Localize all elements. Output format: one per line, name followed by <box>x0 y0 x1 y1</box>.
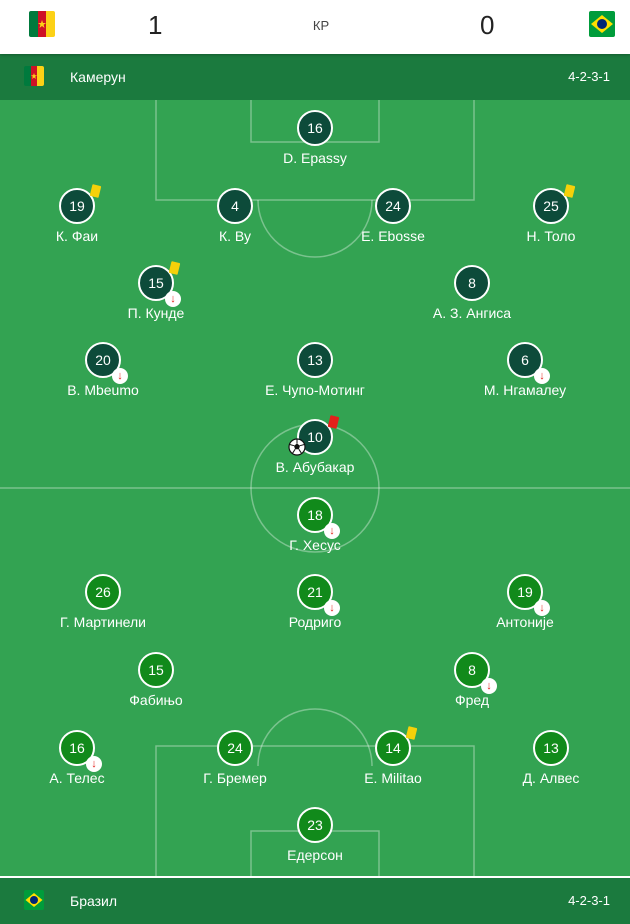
match-status: КР <box>312 18 330 33</box>
player-number: 16 <box>297 110 333 146</box>
player-away-antony[interactable]: 19 ↓ Антоније <box>450 574 600 638</box>
player-name: Фабињо <box>129 692 183 708</box>
match-score-header: 1 КР 0 <box>0 0 630 54</box>
substitution-arrow-icon: ↓ <box>324 523 340 539</box>
player-number: 8 <box>454 652 490 688</box>
player-home-aboubakar[interactable]: 10 В. Абубакар <box>240 415 390 483</box>
player-number: 24 <box>217 730 253 766</box>
player-number: 13 <box>297 342 333 378</box>
player-name: B. Mbeumo <box>67 382 139 398</box>
player-number: 13 <box>533 730 569 766</box>
player-number: 26 <box>85 574 121 610</box>
away-team-name: Бразил <box>70 893 118 909</box>
player-name: К. Фаи <box>55 228 99 244</box>
player-away-rodrygo[interactable]: 21 ↓ Родриго <box>240 574 390 638</box>
player-home-fai[interactable]: 19 К. Фаи <box>2 184 152 252</box>
player-home-anguissa[interactable]: 8 А. З. Ангиса <box>397 265 547 329</box>
substitution-arrow-icon: ↓ <box>534 368 550 384</box>
player-away-fred[interactable]: 8 ↓ Фред <box>397 652 547 716</box>
player-away-militao[interactable]: 14 E. Militao <box>318 726 468 794</box>
player-away-fabinho[interactable]: 15 Фабињо <box>81 652 231 716</box>
player-number: 14 <box>375 730 411 766</box>
home-score: 1 <box>148 10 163 40</box>
away-team-bar[interactable]: Бразил 4-2-3-1 <box>0 878 630 924</box>
player-name: Г. Бремер <box>203 770 267 786</box>
player-name: Фред <box>454 692 490 708</box>
away-team-formation: 4-2-3-1 <box>568 893 610 908</box>
player-number: 24 <box>375 188 411 224</box>
player-name: А. З. Ангиса <box>432 305 512 321</box>
yellow-card-icon <box>168 261 181 275</box>
player-name: П. Кунде <box>127 305 185 321</box>
player-name: Н. Толо <box>526 228 576 244</box>
player-home-kunde[interactable]: 15 ↓ П. Кунде <box>81 261 231 329</box>
player-name: А. Телес <box>49 770 105 786</box>
player-name: D. Epassy <box>283 150 347 166</box>
player-name: М. Нгамалеу <box>483 382 567 398</box>
substitution-arrow-icon: ↓ <box>165 291 181 307</box>
cameroon-flag-icon <box>29 11 55 37</box>
brazil-flag-icon <box>24 890 44 910</box>
yellow-card-icon <box>405 726 418 740</box>
player-number: 15 <box>138 652 174 688</box>
player-number: 23 <box>297 807 333 843</box>
player-name: К. Ву <box>218 228 252 244</box>
player-name: Антоније <box>496 614 554 630</box>
player-away-bremer[interactable]: 24 Г. Бремер <box>160 730 310 794</box>
yellow-card-icon <box>563 184 576 198</box>
player-home-choupo-moting[interactable]: 13 Е. Чупо-Мотинг <box>240 342 390 406</box>
player-away-alves[interactable]: 13 Д. Алвес <box>476 730 626 794</box>
player-away-telles[interactable]: 16 ↓ А. Телес <box>2 730 152 794</box>
player-number: 15 <box>138 265 174 301</box>
home-team-bar[interactable]: Камерун 4-2-3-1 <box>0 54 630 100</box>
cameroon-flag-icon <box>24 66 44 86</box>
player-away-martinelli[interactable]: 26 Г. Мартинели <box>28 574 178 638</box>
player-home-ngamaleu[interactable]: 6 ↓ М. Нгамалеу <box>450 342 600 406</box>
player-name: Е. Чупо-Мотинг <box>265 382 365 398</box>
player-home-epassy[interactable]: 16 D. Epassy <box>240 110 390 174</box>
home-team-formation: 4-2-3-1 <box>568 69 610 84</box>
player-name: E. Ebosse <box>361 228 425 244</box>
player-away-ederson[interactable]: 23 Едерсон <box>240 807 390 871</box>
red-card-icon <box>327 415 340 429</box>
player-name: E. Militao <box>364 770 422 786</box>
player-name: Г. Мартинели <box>59 614 146 630</box>
pitch: 16 D. Epassy 19 К. Фаи 4 К. Ву 24 E. Ebo… <box>0 100 630 876</box>
player-home-ebosse[interactable]: 24 E. Ebosse <box>318 188 468 252</box>
substitution-arrow-icon: ↓ <box>324 600 340 616</box>
substitution-arrow-icon: ↓ <box>112 368 128 384</box>
player-number: 19 <box>59 188 95 224</box>
pitch-markings <box>0 100 630 876</box>
player-number: 25 <box>533 188 569 224</box>
substitution-arrow-icon: ↓ <box>86 756 102 772</box>
player-name: Едерсон <box>287 847 343 863</box>
player-name: Г. Хесус <box>289 537 341 553</box>
player-name: Родриго <box>288 614 342 630</box>
player-number: 4 <box>217 188 253 224</box>
substitution-arrow-icon: ↓ <box>534 600 550 616</box>
player-home-tolo[interactable]: 25 Н. Толо <box>476 184 626 252</box>
football-icon <box>288 438 306 456</box>
player-number: 10 <box>297 419 333 455</box>
player-number: 21 <box>297 574 333 610</box>
player-name: В. Абубакар <box>275 459 355 475</box>
player-away-jesus[interactable]: 18 ↓ Г. Хесус <box>240 497 390 561</box>
substitution-arrow-icon: ↓ <box>481 678 497 694</box>
player-home-vu[interactable]: 4 К. Ву <box>160 188 310 252</box>
away-score: 0 <box>480 10 495 40</box>
player-number: 8 <box>454 265 490 301</box>
player-number: 18 <box>297 497 333 533</box>
yellow-card-icon <box>89 184 102 198</box>
home-team-name: Камерун <box>70 69 126 85</box>
player-home-mbeumo[interactable]: 20 ↓ B. Mbeumo <box>28 342 178 406</box>
player-name: Д. Алвес <box>522 770 580 786</box>
brazil-flag-icon <box>589 11 615 37</box>
